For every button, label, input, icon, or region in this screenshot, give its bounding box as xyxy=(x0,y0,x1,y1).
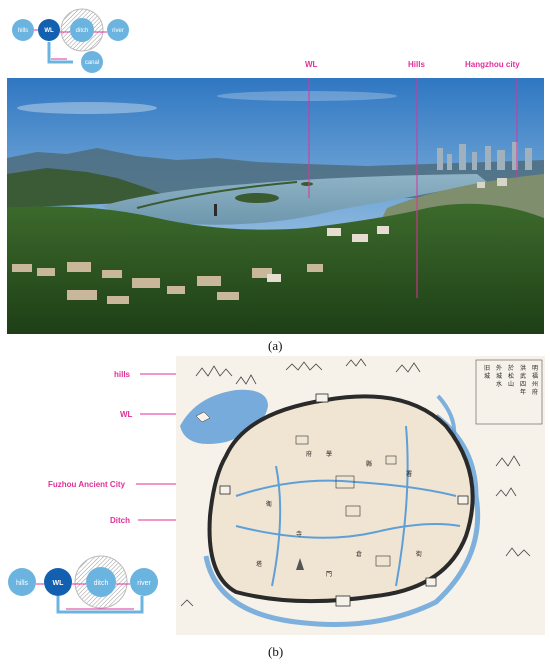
svg-text:塔: 塔 xyxy=(256,560,262,568)
node-label: WL xyxy=(53,580,65,587)
node-label: ditch xyxy=(94,580,109,587)
svg-text:城: 城 xyxy=(484,373,490,380)
svg-text:年: 年 xyxy=(520,388,526,396)
svg-text:明: 明 xyxy=(532,365,538,372)
node-label: canal xyxy=(85,60,99,66)
svg-text:倉: 倉 xyxy=(356,550,362,558)
flow-diagram-a: hills WL ditch river canal xyxy=(5,2,135,74)
map-label-fuzhou: Fuzhou Ancient City xyxy=(48,480,126,489)
ditch-node xyxy=(86,567,116,597)
node-label: hills xyxy=(16,580,29,587)
svg-text:城: 城 xyxy=(496,373,502,380)
caption-b: (b) xyxy=(268,644,284,659)
svg-text:水: 水 xyxy=(496,380,502,388)
canal-node xyxy=(81,51,103,73)
svg-text:松: 松 xyxy=(508,372,514,380)
map-label-wl: WL xyxy=(120,410,133,419)
svg-text:四: 四 xyxy=(520,381,526,388)
hills-node xyxy=(12,19,34,41)
svg-text:寺: 寺 xyxy=(296,530,302,538)
svg-text:門: 門 xyxy=(326,571,332,578)
west-lake-panorama xyxy=(7,78,544,334)
map-label-ditch: Ditch xyxy=(110,516,130,525)
svg-text:州: 州 xyxy=(532,381,538,388)
wl-node xyxy=(38,19,60,41)
svg-text:武: 武 xyxy=(520,372,526,380)
photo-label-hangzhou: Hangzhou city xyxy=(465,60,520,69)
canal-path xyxy=(47,42,73,64)
svg-text:街: 街 xyxy=(416,550,422,558)
fuzhou-historical-map: 明福州府 洪武四年 於松山 外城水 旧城 xyxy=(176,356,545,635)
caption-a: (a) xyxy=(268,338,283,353)
ditch-node xyxy=(70,18,94,42)
node-label: hills xyxy=(18,28,28,34)
river-node xyxy=(107,19,129,41)
svg-text:於: 於 xyxy=(508,364,514,372)
svg-text:府: 府 xyxy=(306,450,312,458)
svg-text:縣: 縣 xyxy=(366,460,372,468)
svg-text:署: 署 xyxy=(406,471,412,478)
svg-text:學: 學 xyxy=(326,450,332,458)
river-node xyxy=(130,568,158,596)
map-label-hills: hills xyxy=(114,370,131,379)
svg-text:府: 府 xyxy=(532,388,538,396)
photo-label-wl: WL xyxy=(305,60,318,69)
node-label: river xyxy=(137,580,151,587)
flow-diagram-b: hills WL ditch river xyxy=(6,552,166,622)
node-label: ditch xyxy=(76,28,89,34)
svg-text:山: 山 xyxy=(508,380,514,388)
svg-text:旧: 旧 xyxy=(484,365,490,372)
svg-text:衛: 衛 xyxy=(266,500,272,508)
wl-node xyxy=(44,568,72,596)
hills-node xyxy=(8,568,36,596)
svg-text:洪: 洪 xyxy=(520,364,526,372)
svg-text:外: 外 xyxy=(496,364,502,372)
svg-text:福: 福 xyxy=(532,372,538,380)
node-label: WL xyxy=(44,28,54,34)
photo-label-hills: Hills xyxy=(408,60,425,69)
loop-path xyxy=(56,596,144,614)
node-label: river xyxy=(112,28,124,34)
